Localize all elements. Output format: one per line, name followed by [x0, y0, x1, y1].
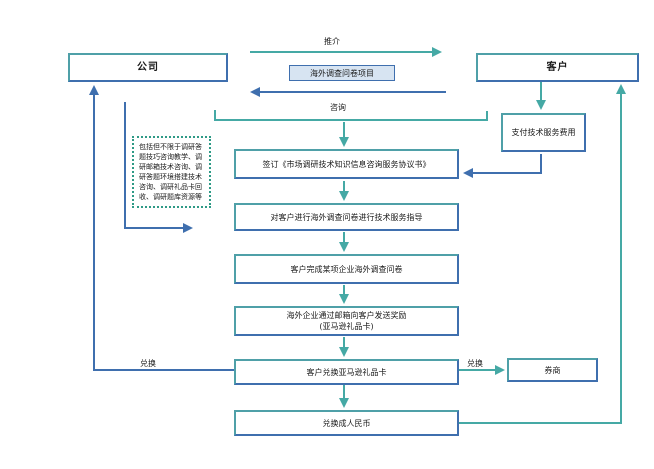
convert-rmb-node: 兑换成人民币	[234, 410, 459, 436]
project-tag: 海外调查问卷项目	[289, 65, 395, 81]
consult-label: 咨询	[330, 103, 346, 112]
sign-agreement-node: 签订《市场调研技术知识信息咨询服务协议书》	[234, 149, 459, 179]
exchange-right-label: 兑换	[467, 359, 483, 368]
pay-fee-node: 支付技术服务费用	[501, 113, 586, 152]
redeem-giftcard-node: 客户兑换亚马逊礼品卡	[234, 359, 459, 385]
reward-node: 海外企业通过邮箱向客户发送奖励 (亚马逊礼品卡)	[234, 306, 459, 336]
exchange-left-label: 兑换	[140, 359, 156, 368]
rmb-to-customer	[459, 84, 626, 424]
service-note: 包括但不限于调研答题技巧咨询教学、调研邮箱技术咨询、调研答题环境搭建技术咨询、调…	[132, 136, 211, 208]
company-node: 公司	[68, 53, 228, 82]
arrow-pay-to-sign	[463, 154, 542, 178]
note-bracket	[124, 102, 193, 233]
guidance-node: 对客户进行海外调查问卷进行技术服务指导	[234, 203, 459, 231]
complete-survey-node: 客户完成某项企业海外调查问卷	[234, 254, 459, 284]
exchange-to-company	[89, 85, 234, 371]
consult-line	[214, 110, 488, 121]
customer-node: 客户	[476, 53, 639, 82]
merchant-node: 券商	[507, 358, 598, 382]
promote-label: 推介	[324, 37, 340, 46]
